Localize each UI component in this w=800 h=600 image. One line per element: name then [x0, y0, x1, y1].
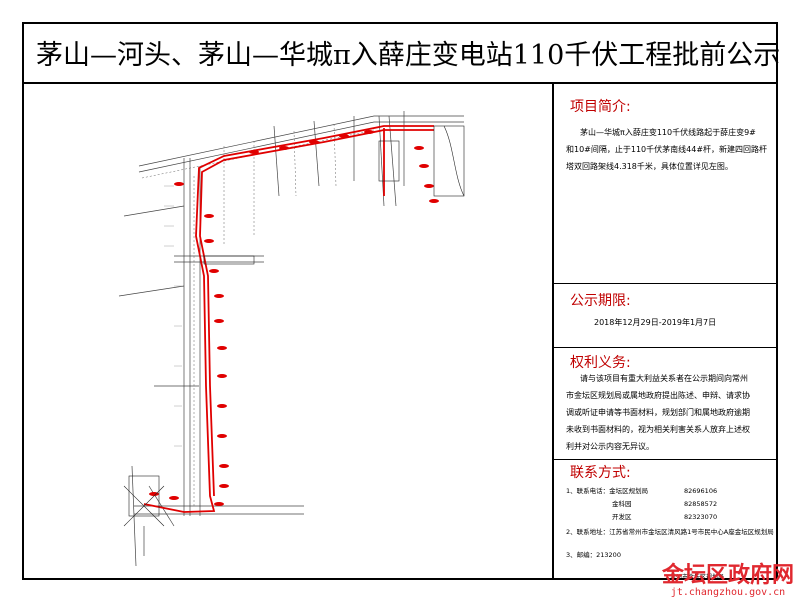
contact-row-phone: 82858572: [684, 500, 718, 508]
info-panel: 项目简介: 茅山—华城π入薛庄变110千伏线路起于薛庄变9# 和10#间隔，止于…: [552, 84, 776, 578]
section-rights: 权利义务: 请与该项目有重大利益关系者在公示期间向常州 市金坛区规划局或属地政府…: [554, 348, 776, 460]
rights-line-4: 未收到书面材料的，视为相关利害关系人放弃上述权: [566, 425, 750, 434]
section-intro: 项目简介: 茅山—华城π入薛庄变110千伏线路起于薛庄变9# 和10#间隔，止于…: [554, 84, 776, 284]
contact-heading: 联系方式:: [570, 465, 631, 481]
map-ticks: [164, 185, 182, 447]
rights-line-5: 利并对公示内容无异议。: [566, 442, 654, 451]
watermark-url: jt.changzhou.gov.cn: [670, 587, 786, 598]
intro-line-2: 和10#间隔，止于110千伏茅南线44#杆，新建四回路杆: [566, 145, 768, 154]
footer-org: 常州市金坛区规划局: [670, 574, 725, 581]
rights-heading: 权利义务:: [570, 355, 631, 371]
contact-row-name: 开发区: [612, 513, 632, 521]
intro-heading: 项目简介:: [570, 99, 631, 115]
rights-line-2: 市金坛区规划局或属地政府提出陈述、申辩、请求协: [566, 391, 750, 400]
tower-markers: [149, 130, 439, 506]
watermark: 金坛区政府网 jt.changzhou.gov.cn: [662, 563, 794, 598]
period-heading: 公示期限:: [570, 293, 631, 309]
route-map: [24, 86, 552, 578]
contact-row-phone: 82323070: [684, 513, 718, 521]
page-title: 茅山—河头、茅山—华城π入薛庄变电站110千伏工程批前公示: [36, 39, 781, 71]
rights-line-1: 请与该项目有重大利益关系者在公示期间向常州: [580, 374, 748, 383]
period-text: 2018年12月29日-2019年1月7日: [594, 318, 717, 327]
section-period: 公示期限: 2018年12月29日-2019年1月7日: [554, 284, 776, 348]
contact-phone-label: 1、联系电话：金坛区规划局: [566, 487, 649, 495]
power-line-route: [143, 125, 434, 513]
section-contact: 联系方式: 1、联系电话：金坛区规划局 82696106 金科园 8285857…: [554, 460, 776, 578]
contact-address: 2、联系地址：江苏省常州市金坛区清风路1号市民中心A座金坛区规划局: [566, 528, 774, 536]
contact-postcode: 3、邮编：213200: [566, 551, 621, 559]
contact-phone-main: 82696106: [684, 487, 718, 495]
substation-detail: [123, 125, 465, 527]
route-map-svg: [118, 111, 465, 567]
contact-row-name: 金科园: [612, 500, 632, 508]
notice-frame: [22, 22, 778, 580]
title-bar: 茅山—河头、茅山—华城π入薛庄变电站110千伏工程批前公示: [22, 22, 781, 84]
dashed-roads: [141, 123, 375, 506]
rights-line-3: 调或听证申请等书面材料，规划部门和属地政府逾期: [566, 408, 750, 417]
intro-line-1: 茅山—华城π入薛庄变110千伏线路起于薛庄变9#: [580, 128, 756, 137]
watermark-name: 金坛区政府网: [661, 562, 794, 588]
intro-line-3: 塔双回路架线4.318千米，具体位置详见左图。: [566, 162, 733, 171]
